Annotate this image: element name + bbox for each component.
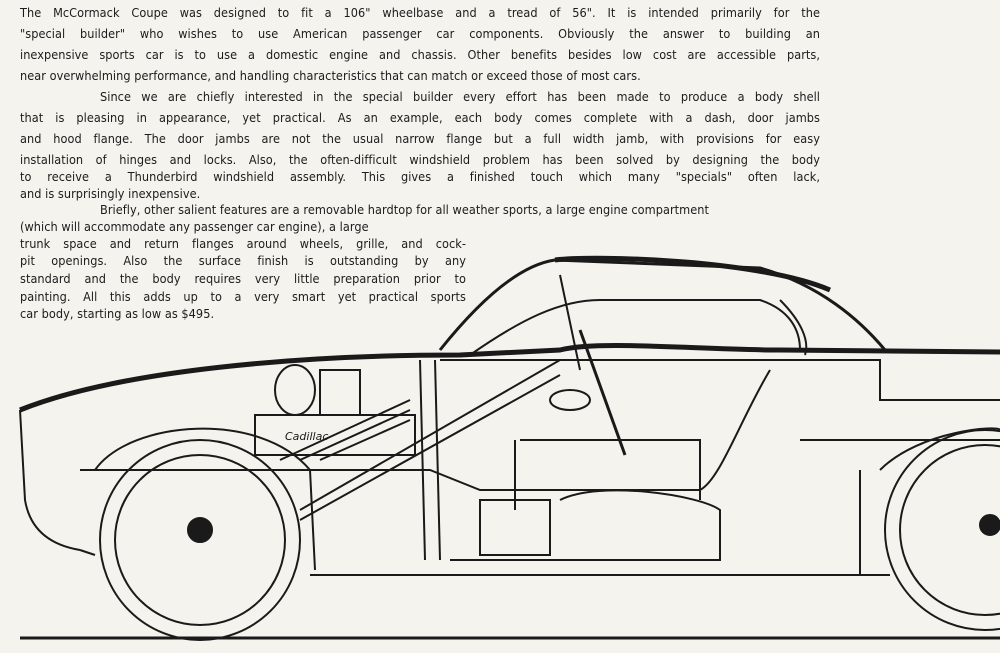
text-line: near overwhelming performance, and handl… <box>20 68 641 83</box>
text-line: The McCormack Coupe was designed to fit … <box>20 5 820 20</box>
text-line: trunk space and return flanges around wh… <box>20 236 466 251</box>
text-line: inexpensive sports car is to use a domes… <box>20 47 820 62</box>
car-body-outline <box>19 255 1000 576</box>
text-line: to receive a Thunderbird windshield asse… <box>20 169 820 184</box>
text-line: car body, starting as low as $495. <box>20 306 215 321</box>
text-line: standard and the body requires very litt… <box>20 271 466 286</box>
text-line: and hood flange. The door jambs are not … <box>20 131 820 146</box>
text-line: painting. All this adds up to a very sma… <box>20 289 466 304</box>
text-line: installation of hinges and locks. Also, … <box>20 152 820 167</box>
text-line: "special builder" who wishes to use Amer… <box>20 26 820 41</box>
rear-wheel <box>879 427 1000 631</box>
text-line: Since we are chiefly interested in the s… <box>100 89 820 104</box>
engine: Cadillac <box>254 364 416 461</box>
text-line: Briefly, other salient features are a re… <box>100 202 709 217</box>
engine-lettering: Cadillac <box>285 430 328 443</box>
text-line: that is pleasing in appearance, yet prac… <box>20 110 820 125</box>
text-line: pit openings. Also the surface finish is… <box>20 253 466 268</box>
text-line: and is surprisingly inexpensive. <box>20 186 201 201</box>
text-line: (which will accommodate any passenger ca… <box>20 219 369 234</box>
front-wheel <box>94 427 316 641</box>
frame-and-interior <box>80 329 1000 575</box>
